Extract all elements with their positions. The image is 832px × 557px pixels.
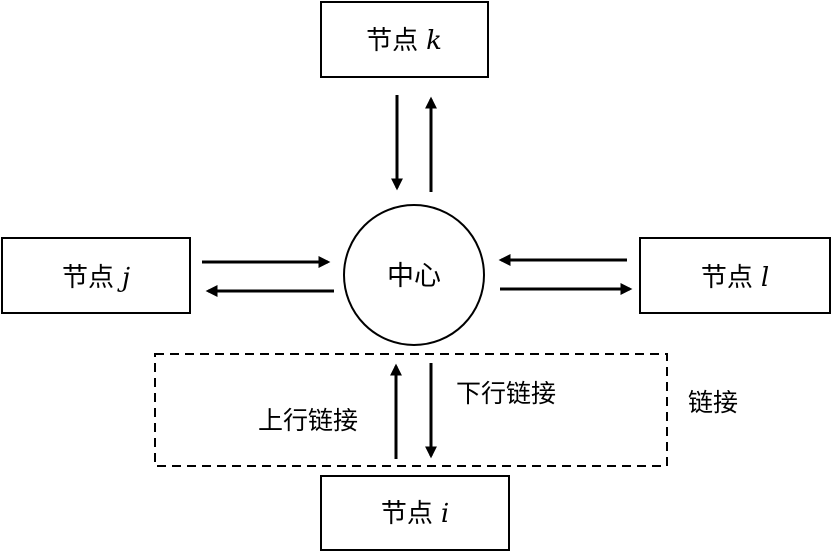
link-group-label: 链接	[688, 388, 738, 417]
node-i-box	[320, 475, 510, 551]
uplink-label: 上行链接	[258, 406, 358, 435]
node-k-box	[320, 1, 489, 78]
node-j-box	[1, 237, 191, 314]
center-circle	[343, 204, 485, 346]
downlink-label: 下行链接	[456, 379, 556, 408]
link-region-box	[154, 353, 668, 467]
center-label: 中心	[387, 261, 441, 292]
center-hub: 中心	[343, 204, 485, 346]
node-l-box	[639, 237, 831, 314]
